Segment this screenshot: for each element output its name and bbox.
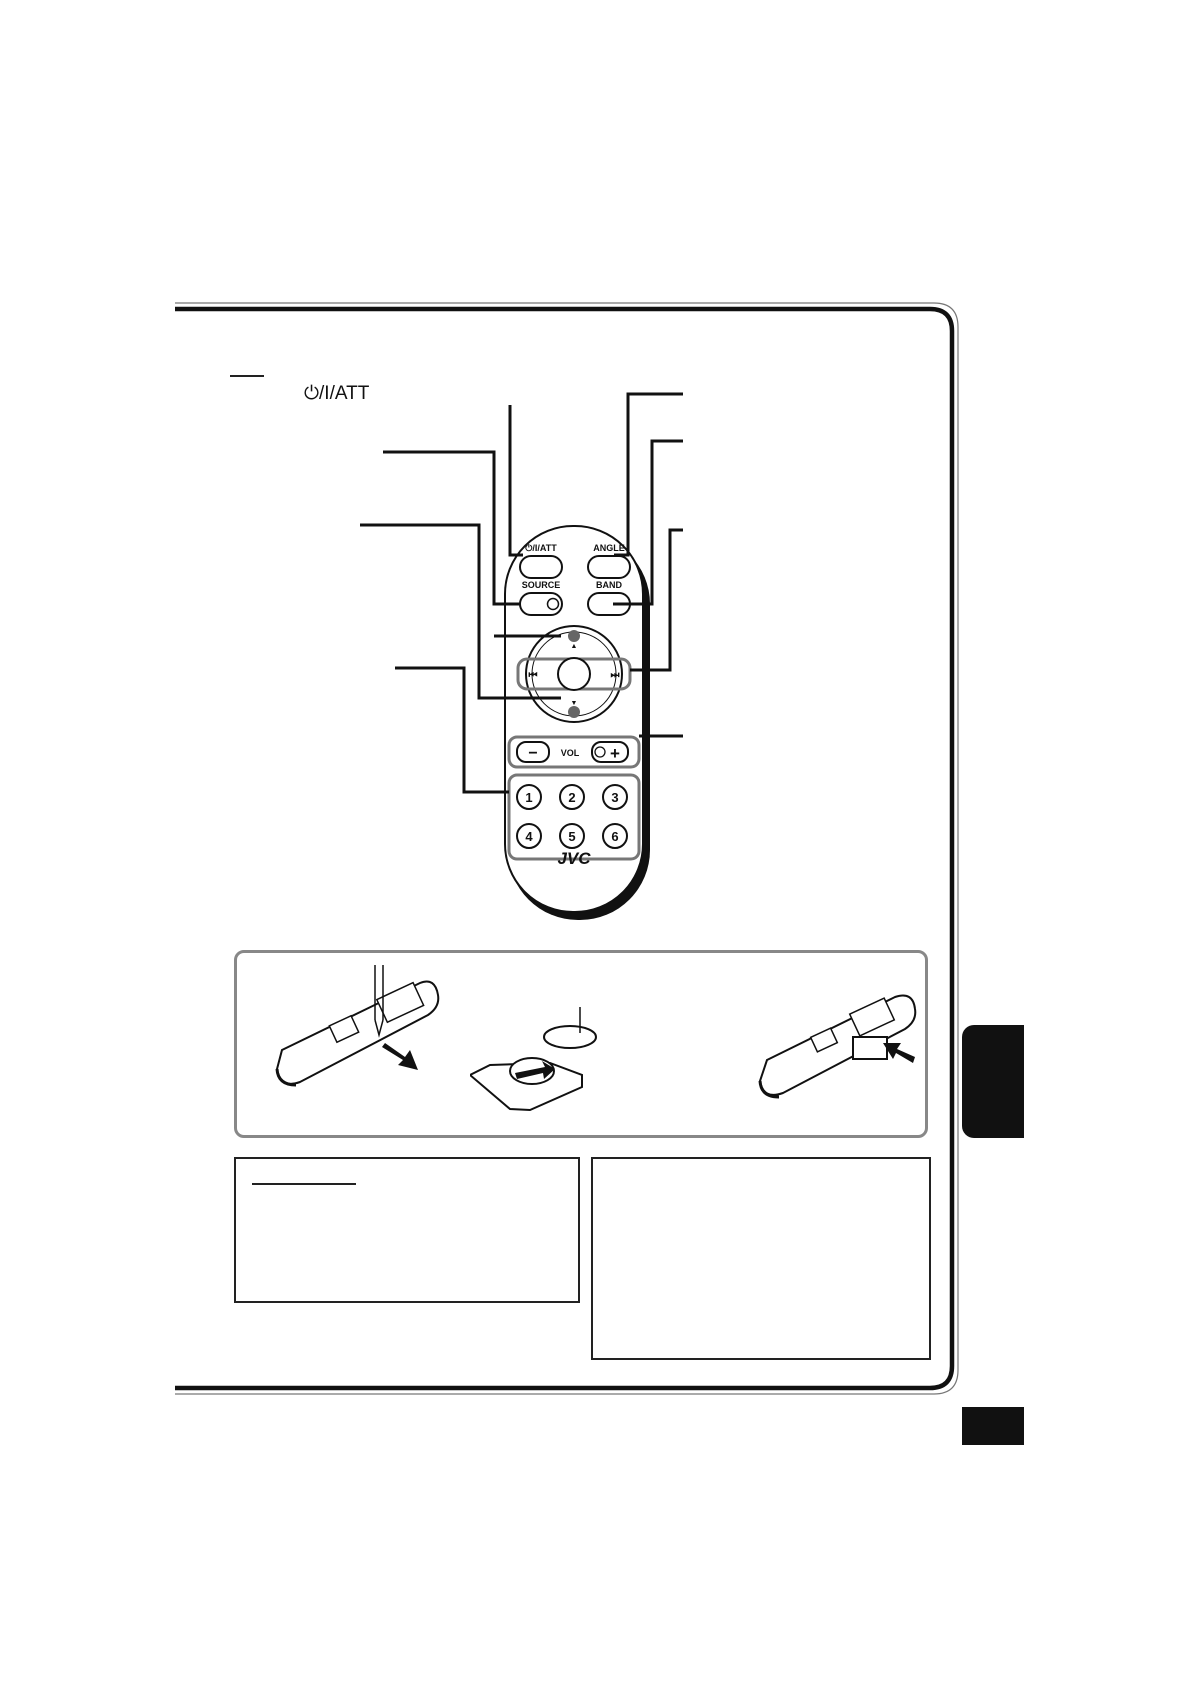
- nav-up-marker[interactable]: [568, 630, 580, 642]
- arrow-up-icon: ▲: [571, 643, 578, 650]
- brand-logo: JVC: [557, 849, 591, 868]
- battery-step-3-illustration: [758, 994, 917, 1099]
- angle-label: ANGLE: [593, 543, 625, 553]
- preset-label-2: 2: [568, 790, 575, 805]
- band-label: BAND: [596, 580, 622, 590]
- preset-label-6: 6: [611, 829, 618, 844]
- preset-button-6[interactable]: [602, 823, 628, 849]
- page-number-box: [962, 1407, 1024, 1445]
- vol-plus-label: +: [610, 744, 620, 763]
- nav-down-marker[interactable]: [568, 706, 580, 718]
- battery-step-1-illustration: [275, 965, 440, 1087]
- power-label: ⏻/I/ATT: [525, 543, 557, 553]
- preset-button-5[interactable]: [559, 823, 585, 849]
- battery-step-2-illustration: [470, 1007, 597, 1112]
- nav-center-button[interactable]: [557, 657, 591, 691]
- battery-panel: [234, 950, 928, 1138]
- header-rule: [230, 375, 264, 377]
- remote-control: ⏻/I/ATT ANGLE SOURCE BAND ▲ ▼ ⏮ ⏭ VOL − …: [504, 525, 650, 920]
- vol-label: VOL: [561, 748, 580, 758]
- vol-minus-button[interactable]: [516, 741, 550, 763]
- preset-label-5: 5: [568, 829, 575, 844]
- note-box-right: [591, 1157, 931, 1360]
- vol-minus-label: −: [528, 745, 537, 762]
- power-caption: ⏻/I/ATT: [304, 383, 370, 404]
- arrow-down-icon: ▼: [571, 700, 578, 707]
- power-button[interactable]: [519, 555, 563, 579]
- preset-button-1[interactable]: [516, 784, 542, 810]
- next-track-icon[interactable]: ⏭: [611, 670, 620, 681]
- preset-label-3: 3: [611, 790, 618, 805]
- source-led: [546, 597, 560, 611]
- note-heading-rule: [252, 1183, 356, 1185]
- preset-button-3[interactable]: [602, 784, 628, 810]
- angle-button[interactable]: [587, 555, 631, 579]
- prev-track-icon[interactable]: ⏮: [529, 670, 538, 681]
- source-label: SOURCE: [522, 580, 561, 590]
- preset-label-4: 4: [525, 829, 533, 844]
- vol-led: [594, 746, 606, 758]
- preset-label-1: 1: [525, 790, 532, 805]
- section-tab: [962, 1025, 1024, 1138]
- preset-button-4[interactable]: [516, 823, 542, 849]
- preset-button-2[interactable]: [559, 784, 585, 810]
- note-box-left: [234, 1157, 580, 1303]
